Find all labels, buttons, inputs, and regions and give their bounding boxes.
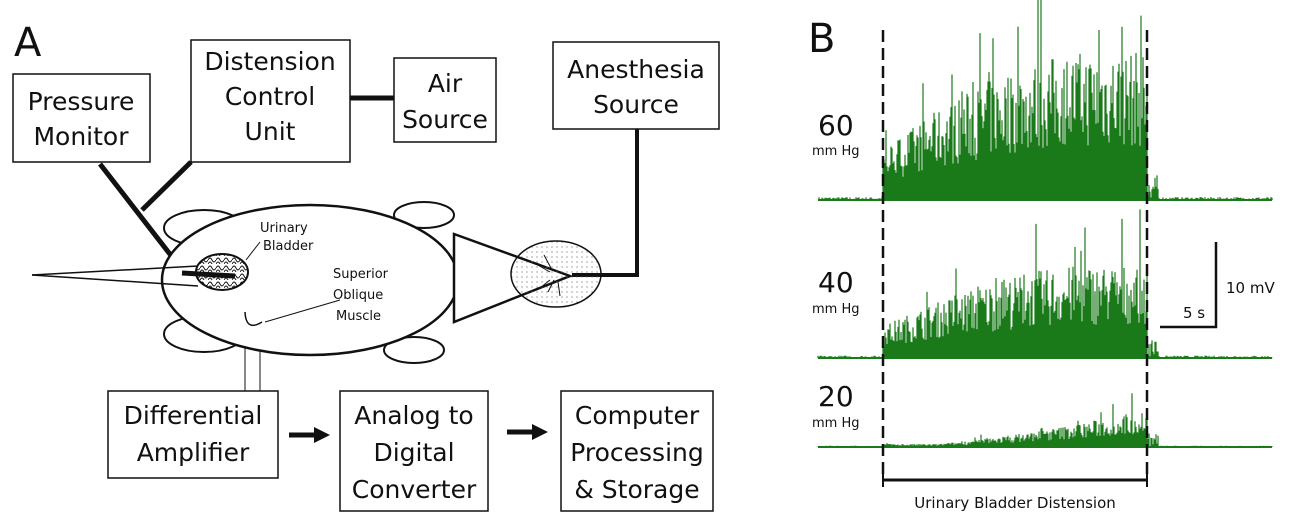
differential-amplifier-box: Differential Amplifier	[107, 390, 279, 479]
arrow-amp-to-adc	[289, 427, 330, 443]
trace-40-unit: mm Hg	[812, 302, 860, 317]
pressure-monitor-box: Pressure Monitor	[12, 73, 151, 163]
svg-text:Source: Source	[402, 105, 488, 134]
svg-text:Computer: Computer	[575, 401, 700, 430]
scale-voltage-label: 10 mV	[1226, 279, 1275, 297]
panel-a-letter: A	[14, 20, 42, 66]
scale-bar	[1160, 242, 1218, 329]
trace-20-unit: mm Hg	[812, 416, 860, 431]
svg-text:Control: Control	[225, 82, 315, 111]
trace-60-pressure: 60	[818, 109, 854, 142]
computer-box: Computer Processing & Storage	[560, 390, 714, 512]
svg-text:& Storage: & Storage	[574, 475, 699, 504]
svg-text:Amplifier: Amplifier	[137, 438, 250, 467]
adc-box: Analog to Digital Converter	[339, 390, 489, 512]
emg-trace-40	[817, 209, 1273, 358]
svg-text:Distension: Distension	[204, 47, 335, 76]
oblique-label-line2: Oblique	[333, 288, 383, 303]
svg-text:Source: Source	[593, 90, 679, 119]
svg-text:Converter: Converter	[352, 475, 477, 504]
svg-text:Monitor: Monitor	[33, 122, 129, 151]
oblique-label-line3: Muscle	[336, 309, 381, 324]
emg-trace-60	[818, 0, 1273, 200]
panel-b-letter: B	[808, 16, 835, 62]
urinary-label-line1: Urinary	[260, 221, 308, 236]
trace-40-pressure: 40	[818, 266, 854, 299]
oblique-label-line1: Superior	[333, 267, 389, 282]
trace-20-pressure: 20	[818, 380, 854, 413]
arrow-adc-to-computer	[507, 424, 548, 440]
rat-illustration	[31, 201, 602, 364]
urinary-label-line2: Bladder	[263, 239, 314, 254]
distension-bar	[882, 473, 1148, 487]
svg-text:Analog to: Analog to	[354, 401, 473, 430]
svg-text:Pressure: Pressure	[28, 87, 135, 116]
emg-trace-20	[817, 393, 1273, 447]
distension-label: Urinary Bladder Distension	[914, 494, 1116, 512]
air-source-box: Air Source	[393, 57, 497, 143]
svg-text:Anesthesia: Anesthesia	[567, 55, 705, 84]
anesthesia-source-box: Anesthesia Source	[552, 41, 720, 130]
scale-time-label: 5 s	[1183, 304, 1205, 322]
svg-text:Air: Air	[428, 69, 463, 98]
svg-text:Processing: Processing	[570, 438, 704, 467]
trace-60-unit: mm Hg	[812, 144, 860, 159]
svg-text:Unit: Unit	[245, 117, 296, 146]
svg-text:Differential: Differential	[124, 401, 263, 430]
emg-traces	[817, 0, 1273, 448]
svg-text:Digital: Digital	[373, 438, 454, 467]
distension-control-box: Distension Control Unit	[190, 39, 351, 163]
